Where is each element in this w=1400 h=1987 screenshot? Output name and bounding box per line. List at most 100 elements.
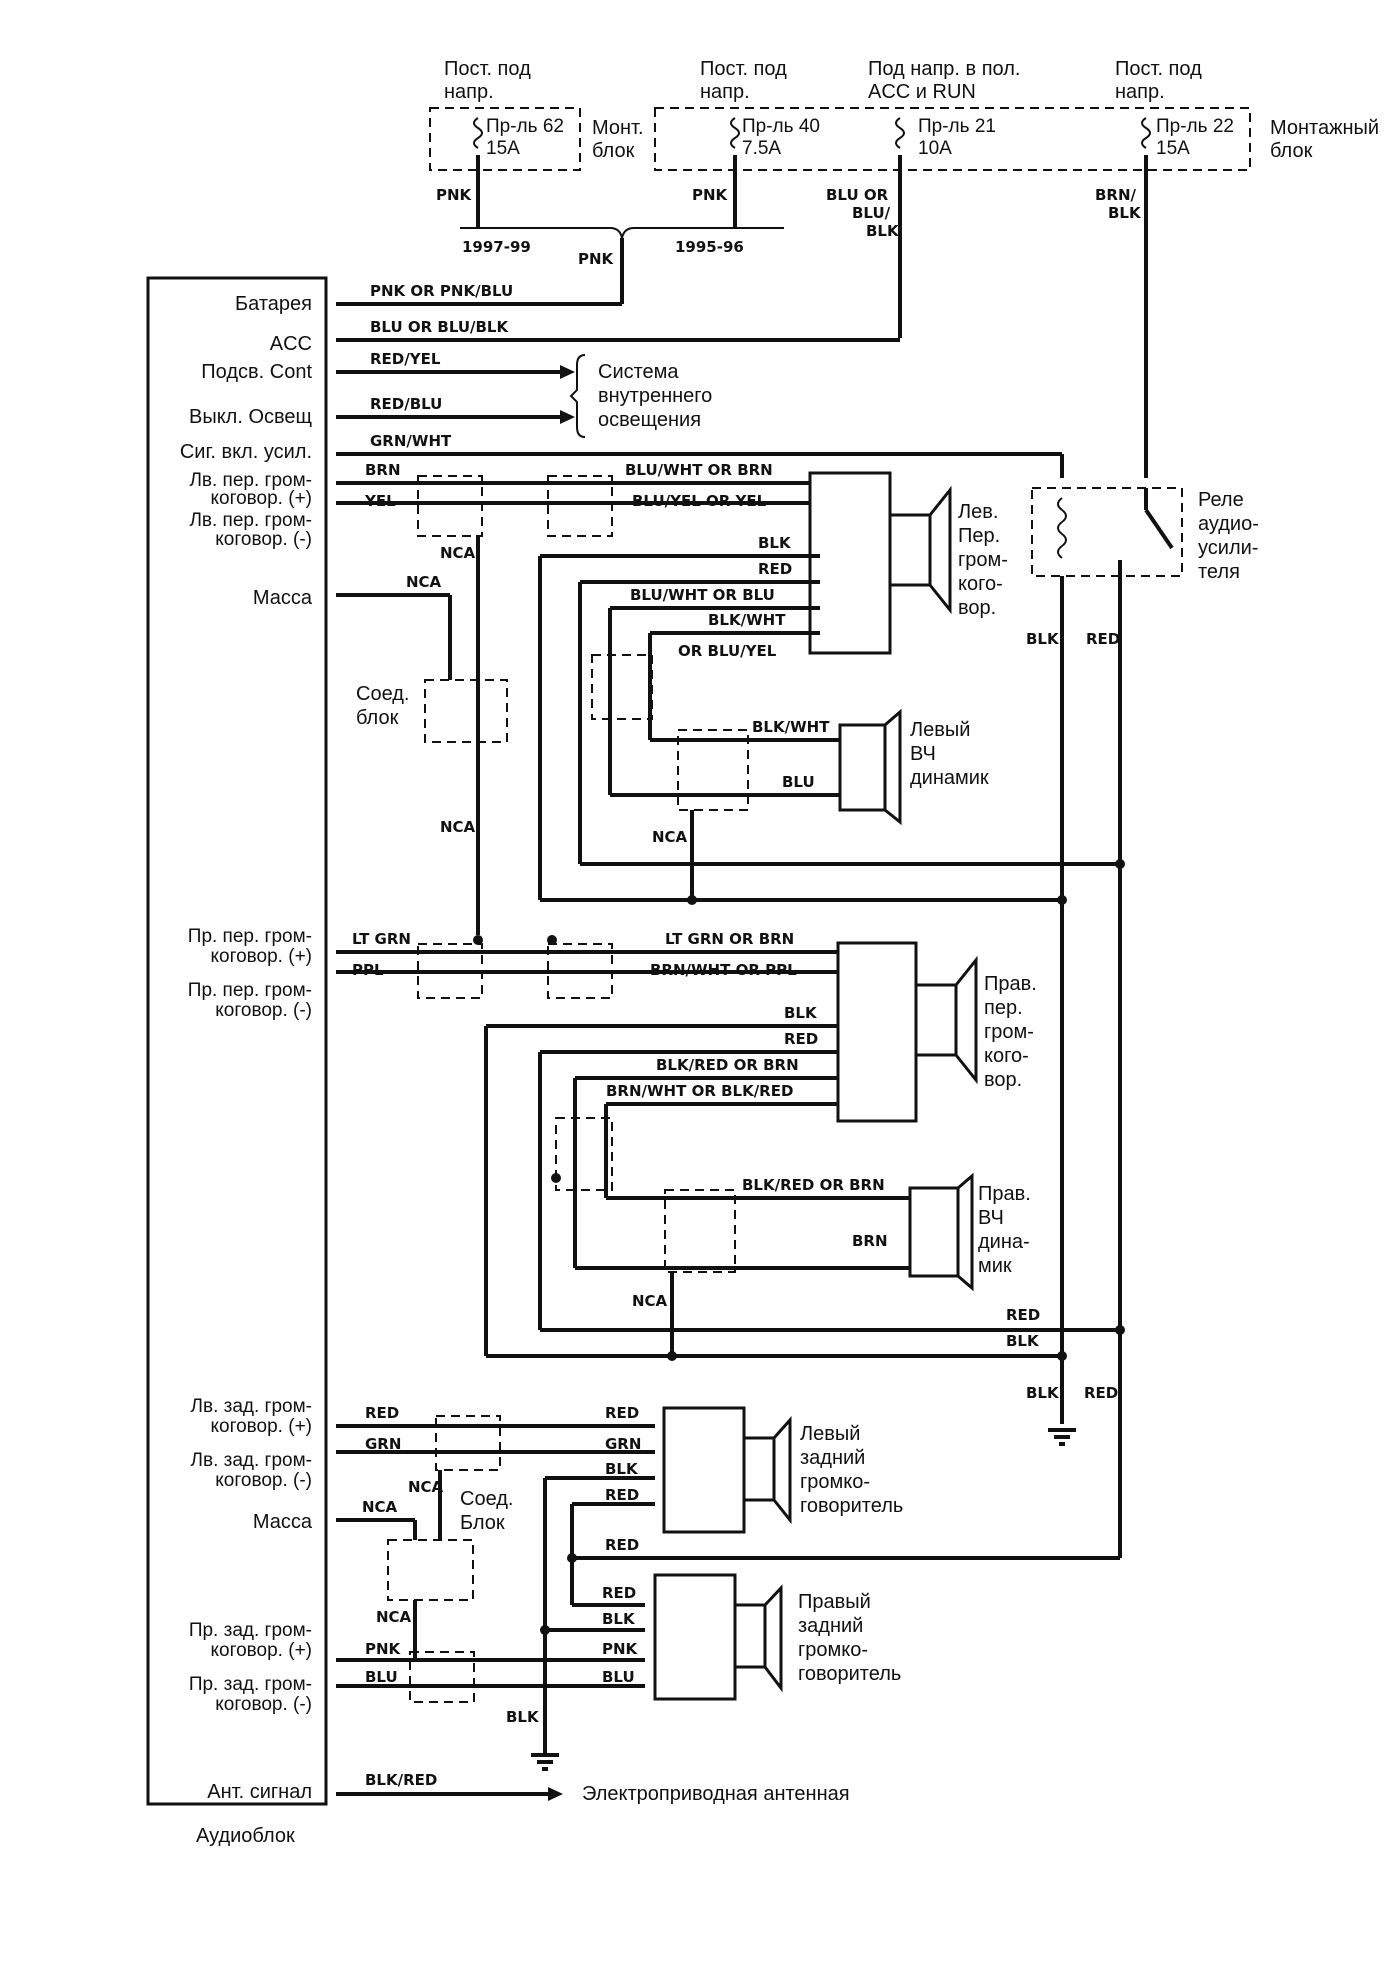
- pin-lf-neg-1: Лв. пер. гром-: [189, 510, 312, 531]
- wire-amp: GRN/WHT: [370, 432, 452, 450]
- lr-speaker-box: [662, 1406, 746, 1534]
- year-1997: 1997-99: [462, 238, 531, 256]
- amp-relay: Реле аудио- усили- теля BLK RED: [1026, 487, 1259, 648]
- pin-ground-2: Масса: [253, 1511, 313, 1533]
- lf-speaker-4: кого-: [958, 573, 1003, 595]
- relay-3: усили-: [1198, 537, 1258, 559]
- relay-out-red: RED: [1086, 630, 1120, 648]
- rr-speaker-4: говоритель: [798, 1663, 901, 1685]
- joint2-2: Блок: [460, 1512, 505, 1534]
- rr-blk: BLK: [602, 1610, 636, 1628]
- left-front-section: BRN YEL BLU/WHT OR BRN BLU/YEL OR YEL NC…: [336, 461, 1125, 905]
- fuse-block-left: Пост. под напр. Пр-ль 62 15А Монт. блок: [429, 58, 644, 171]
- audio-unit-title: Аудиоблок: [196, 1825, 295, 1847]
- pin-lf-pos-2: коговор. (+): [211, 488, 313, 509]
- wire-brn: BRN: [365, 461, 401, 479]
- wire-blkred: BLK/RED: [365, 1771, 437, 1789]
- pin-rr-neg-1: Пр. зад. гром-: [189, 1674, 312, 1695]
- pin-rr-neg-2: коговор. (-): [215, 1694, 312, 1715]
- nca-6: NCA: [362, 1498, 398, 1516]
- lf-bluwht: BLU/WHT OR BLU: [630, 586, 775, 604]
- f22-supply-2: напр.: [1115, 81, 1165, 103]
- f62-supply-1: Пост. под: [444, 58, 531, 80]
- f40-rating: 7.5А: [742, 138, 781, 159]
- lr-speaker-1: Левый: [800, 1423, 860, 1445]
- f62-block-1: Монт.: [592, 117, 644, 139]
- wire-yel: YEL: [364, 492, 396, 510]
- lf-tweeter-1: Левый: [910, 719, 970, 741]
- rf-blk: BLK: [784, 1004, 818, 1022]
- lf-speaker-1: Лев.: [958, 501, 998, 523]
- relay-4: теля: [1198, 561, 1240, 583]
- joint-block-2: NCA NCA Соед. Блок NCA: [336, 1470, 513, 1660]
- relay-out-blk: BLK: [1026, 630, 1060, 648]
- wire-pnk-1: PNK: [436, 186, 473, 204]
- pin-rf-neg-2: коговор. (-): [215, 1000, 312, 1021]
- wire-ltgrn: LT GRN: [352, 930, 411, 948]
- lf-blk: BLK: [758, 534, 792, 552]
- lr-speaker-2: задний: [800, 1447, 865, 1469]
- nca-1: NCA: [440, 544, 476, 562]
- pin-lr-pos-2: коговор. (+): [211, 1416, 313, 1437]
- relay-1: Реле: [1198, 489, 1244, 511]
- lr-red: RED: [605, 1486, 639, 1504]
- rf-tw-brn: BRN: [852, 1232, 888, 1250]
- interior-lighting-2: внутреннего: [598, 385, 712, 407]
- lr-speaker-3: громко-: [800, 1471, 870, 1493]
- lf-tweeter-3: динамик: [910, 767, 989, 789]
- wire-rr-blu: BLU: [365, 1668, 398, 1686]
- year-1995: 1995-96: [675, 238, 744, 256]
- pin-rr-pos-1: Пр. зад. гром-: [189, 1620, 312, 1641]
- wire-bat: PNK OR PNK/BLU: [370, 282, 513, 300]
- nca-8: NCA: [376, 1608, 412, 1626]
- ground-icon: BLK RED: [1026, 1384, 1118, 1446]
- pin-rf-neg-1: Пр. пер. гром-: [188, 980, 312, 1001]
- nca-7: NCA: [408, 1478, 444, 1496]
- rf-speaker-1: Прав.: [984, 973, 1037, 995]
- wire-brnblk-1: BRN/: [1095, 186, 1137, 204]
- pin-lf-neg-2: коговор. (-): [215, 529, 312, 550]
- wire-rf-pos: LT GRN OR BRN: [665, 930, 794, 948]
- pin-lr-neg-2: коговор. (-): [215, 1470, 312, 1491]
- lf-tw-blu: BLU: [782, 773, 815, 791]
- antenna-label: Электроприводная антенная: [582, 1783, 850, 1805]
- fuse-block-right: Пост. под напр. Пр-ль 40 7.5А Под напр. …: [654, 58, 1379, 171]
- f22-rating: 15А: [1156, 138, 1190, 159]
- f22-block-1: Монтажный: [1270, 117, 1379, 139]
- pin-acc: ACC: [270, 333, 312, 355]
- pin-lf-pos-1: Лв. пер. гром-: [189, 470, 312, 491]
- wire-blu-2: BLU/: [852, 204, 891, 222]
- rf-tweeter-3: дина-: [978, 1231, 1030, 1253]
- f62-name: Пр-ль 62: [486, 116, 564, 137]
- lf-red: RED: [758, 560, 792, 578]
- rf-speaker-4: кого-: [984, 1045, 1029, 1067]
- rf-brnwht: BRN/WHT OR BLK/RED: [606, 1082, 793, 1100]
- wire-pnk-3: PNK: [578, 250, 615, 268]
- f40-supply-1: Пост. под: [700, 58, 787, 80]
- interior-lighting-3: освещения: [598, 409, 701, 431]
- pin-ground-1: Масса: [253, 587, 313, 609]
- pin-illum: Подсв. Cont: [201, 361, 312, 383]
- rf-tweeter-4: мик: [978, 1255, 1012, 1277]
- wire-lf-neg: BLU/YEL OR YEL: [632, 492, 767, 510]
- rr-gnd-blk: BLK: [506, 1708, 540, 1726]
- wire-acc: BLU OR BLU/BLK: [370, 318, 509, 336]
- nca-3: NCA: [406, 573, 442, 591]
- lf-blkwht: BLK/WHT: [708, 611, 786, 629]
- f21-name: Пр-ль 21: [918, 116, 996, 137]
- f40-supply-2: напр.: [700, 81, 750, 103]
- nca-5: NCA: [632, 1292, 668, 1310]
- rf-blkred: BLK/RED OR BRN: [656, 1056, 799, 1074]
- rf-speaker-box: [836, 941, 918, 1123]
- audio-unit-box: [146, 276, 328, 1806]
- gnd-blk: BLK: [1026, 1384, 1060, 1402]
- gnd-red: RED: [1084, 1384, 1118, 1402]
- wire-ppl: PPL: [352, 961, 384, 979]
- pin-rr-pos-2: коговор. (+): [211, 1640, 313, 1661]
- rr-red: RED: [602, 1584, 636, 1602]
- antenna-section: BLK/RED Электроприводная антенная: [336, 1771, 850, 1805]
- rr-speaker-1: Правый: [798, 1591, 871, 1613]
- relay-2: аудио-: [1198, 513, 1259, 535]
- f21-supply-2: ACC и RUN: [868, 81, 976, 103]
